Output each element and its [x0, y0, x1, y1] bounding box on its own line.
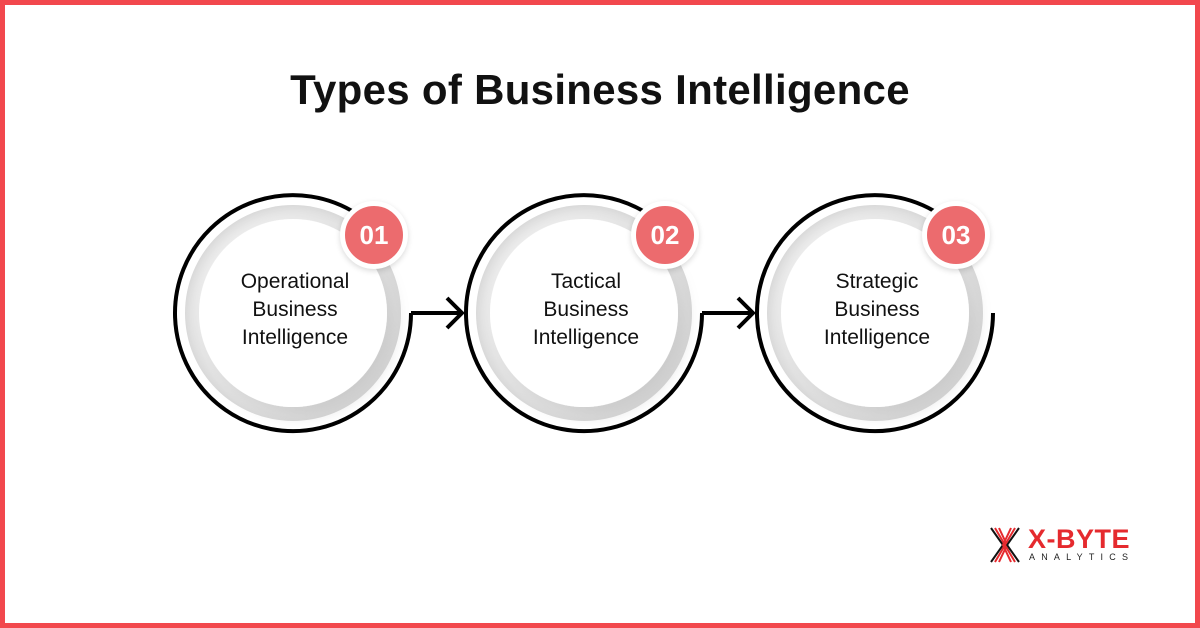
step-circle-2: [464, 193, 756, 434]
step-circle-1: [173, 193, 465, 434]
step-circle-3: [755, 193, 995, 434]
step-label-1: Operational Business Intelligence: [240, 270, 350, 349]
page-title: Types of Business Intelligence: [290, 66, 910, 113]
x-logo-icon: [990, 527, 1020, 563]
step-number-badge-1: 01: [340, 201, 408, 269]
logo-subtitle: ANALYTICS: [1029, 552, 1135, 562]
step-number-badge-3: 03: [922, 201, 990, 269]
logo-name: X-BYTE: [1028, 524, 1131, 554]
brand-logo: X-BYTE ANALYTICS: [988, 524, 1148, 566]
step-label-3: Strategic Business Intelligence: [823, 270, 931, 349]
step-label-2: Tactical Business Intelligence: [532, 270, 640, 349]
step-number-badge-2: 02: [631, 201, 699, 269]
